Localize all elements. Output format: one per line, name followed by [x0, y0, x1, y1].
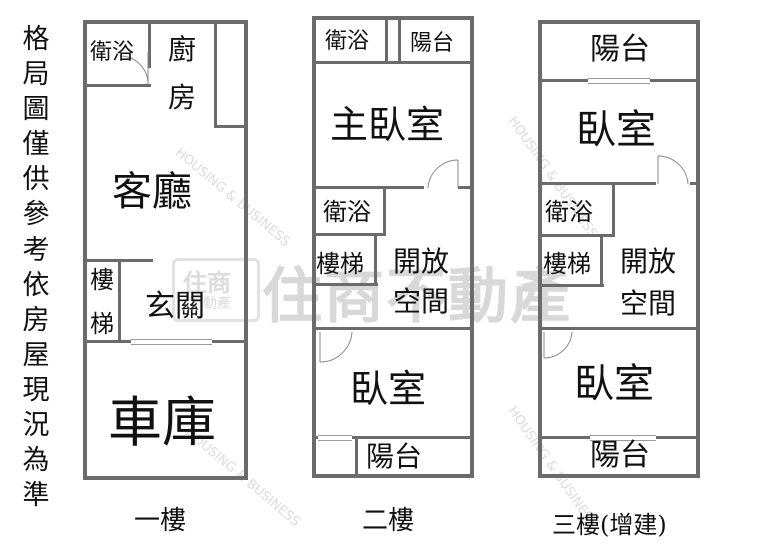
wall: [385, 16, 388, 64]
wall: [244, 20, 248, 480]
disclaimer-char: 為: [22, 445, 50, 477]
disclaimer-char: 屋: [22, 339, 50, 371]
room-label-garage: 車庫: [108, 391, 216, 454]
room-label-balcony: 陽台: [590, 438, 650, 473]
wall: [374, 236, 377, 286]
disclaimer-char: 僅: [22, 129, 50, 161]
wall: [312, 61, 474, 64]
wall: [383, 186, 386, 236]
wall: [538, 79, 588, 82]
wall: [656, 436, 700, 439]
wall: [212, 340, 248, 343]
room-label-living: 客廳: [112, 169, 192, 215]
wall: [600, 237, 603, 287]
wall: [538, 284, 604, 287]
room-label-bedroom: 臥室: [576, 107, 656, 153]
wall: [312, 186, 424, 189]
disclaimer-char: 考: [22, 234, 50, 266]
wall: [214, 20, 217, 128]
disclaimer-char: 現: [22, 374, 50, 406]
wall: [83, 476, 248, 480]
wall: [83, 20, 248, 24]
wall: [83, 340, 131, 343]
floor-3-caption: 三樓(增建): [552, 511, 667, 539]
wall: [312, 233, 386, 236]
room-label-bedroom: 臥室: [350, 367, 427, 411]
wall: [83, 20, 87, 480]
wall: [538, 182, 656, 185]
room-label-kitchen: 房: [168, 81, 197, 114]
disclaimer-char: 格: [22, 24, 50, 55]
door-swing-icon: [319, 331, 353, 363]
wall: [355, 436, 358, 478]
wall: [538, 436, 590, 439]
disclaimer-char: 依: [22, 269, 50, 301]
wall: [312, 327, 474, 330]
room-label-open-space: 開放: [620, 245, 677, 278]
wall: [690, 182, 700, 185]
wall: [538, 20, 700, 24]
room-label-entry: 玄關: [145, 289, 205, 324]
room-label-kitchen: 廚: [168, 33, 197, 66]
disclaimer-char: 供: [22, 164, 50, 196]
disclaimer-char: 局: [22, 59, 50, 91]
wall: [538, 474, 700, 478]
room-label-bath: 衛浴: [545, 198, 593, 226]
window: [590, 435, 656, 441]
room-label-stairs: 梯: [90, 310, 114, 338]
room-label-open-space: 空間: [620, 287, 677, 320]
window: [318, 435, 352, 441]
wall: [538, 20, 542, 478]
wall: [538, 234, 615, 237]
door-swing-icon: [657, 155, 689, 185]
wall: [148, 20, 151, 68]
disclaimer-char: 圖: [22, 94, 50, 126]
room-label-open-space: 空間: [393, 285, 450, 318]
disclaimer-char: 房: [22, 304, 50, 336]
wall: [214, 125, 248, 128]
wall: [398, 16, 401, 64]
door-swing-icon: [543, 331, 573, 359]
room-label-bath: 衛浴: [325, 29, 370, 54]
room-label-bath: 衛浴: [323, 198, 371, 226]
room-label-balcony: 陽台: [410, 31, 455, 56]
window: [131, 339, 212, 345]
wall: [312, 16, 474, 20]
room-label-bath: 衛浴: [90, 40, 135, 65]
wall: [538, 327, 700, 330]
floor-1-caption: 一樓: [134, 506, 187, 536]
wall: [118, 259, 121, 343]
door-swing-icon: [119, 52, 149, 85]
wall: [470, 16, 474, 478]
room-label-stairs: 樓梯: [543, 250, 591, 278]
wall: [312, 283, 378, 286]
wall: [312, 436, 474, 439]
disclaimer-char: 況: [22, 410, 50, 442]
wall: [612, 182, 615, 237]
room-label-bedroom: 臥室: [574, 361, 654, 407]
window: [588, 78, 650, 84]
floor-2-caption: 二樓: [362, 506, 415, 536]
wall: [650, 79, 700, 82]
wall: [312, 16, 316, 478]
disclaimer-char: 參: [22, 199, 50, 231]
door-swing-icon: [427, 159, 459, 189]
room-label-balcony: 陽台: [366, 440, 423, 473]
wall: [696, 20, 700, 478]
wall: [83, 84, 151, 87]
room-label-balcony: 陽台: [590, 32, 650, 67]
room-label-stairs: 樓梯: [316, 250, 364, 278]
room-label-stairs: 樓: [90, 266, 114, 294]
room-label-open-space: 開放: [393, 245, 450, 278]
floor-plan-disclaimer: 格 局 圖 僅 供 參 考 依 房 屋 現 況 為 準: [14, 22, 58, 513]
disclaimer-char: 準: [22, 480, 50, 512]
room-label-master-bedroom: 主臥室: [330, 103, 445, 147]
wall: [458, 186, 474, 189]
wall: [312, 474, 474, 478]
